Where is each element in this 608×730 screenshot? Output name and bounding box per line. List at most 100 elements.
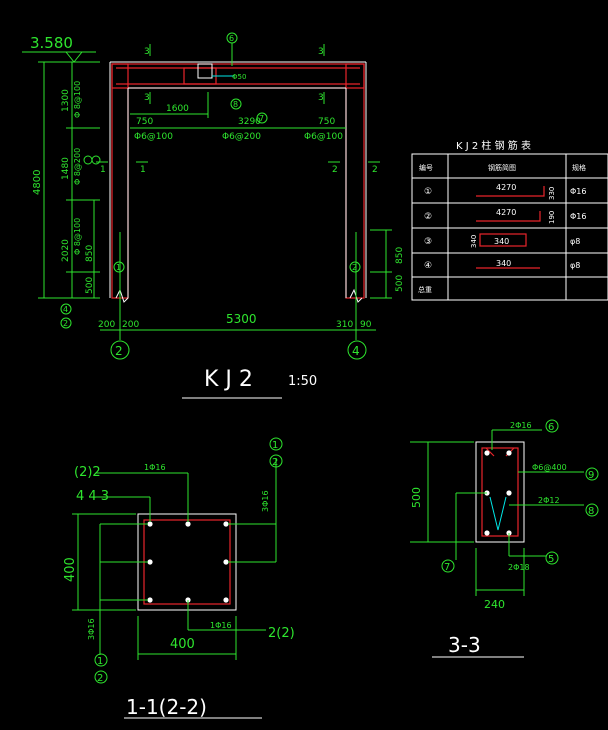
dim-1600: 1600 [166,104,189,114]
svg-text:3: 3 [318,93,324,103]
callout-2-col [349,261,361,273]
stirrup-bot-label: Φ 8@100 [73,218,82,255]
table-header-spec: 规格 [572,163,586,172]
section-33-title: 3-3 [448,633,481,657]
svg-text:8: 8 [233,100,238,109]
section-1-1: 400 400 1Φ16 (2)2 4 4 3 3Φ16 1 2 3Φ16 1 … [63,437,295,719]
svg-text:2: 2 [115,344,123,358]
section-mark-2-right: 2 [372,165,378,175]
callout-1-right [269,437,283,451]
frame-elevation: 3.580 4800 1300 1480 2020 Φ 8@100 Φ 8@20… [22,32,405,399]
dim-bottom-200-b: 200 [122,320,139,330]
dim-750-right: 750 [318,117,335,127]
svg-text:2: 2 [272,457,278,468]
dim-750-left: 750 [136,117,153,127]
section-11-title: 1-1(2-2) [126,695,207,719]
section-11-top-bar: 1Φ16 [144,463,166,472]
callout-8-sec [585,503,599,517]
table-header-shape: 钢筋简图 [488,163,516,172]
rebar-table: K J 2 柱 钢 筋 表 编号 钢筋简图 规格 ① 4270 Φ16 330 … [411,139,608,301]
section-11-width: 400 [170,637,195,652]
table-header-no: 编号 [419,163,433,172]
table-side-330: 330 [548,187,556,200]
table-row-4-spec: φ8 [570,261,580,270]
svg-text:4: 4 [352,344,360,358]
section-11-bottom-bar: 1Φ16 [210,621,232,630]
callout-2-mid [83,155,93,165]
dim-500-left: 500 [85,277,95,294]
dim-500-right: 500 [395,275,405,292]
dim-1300: 1300 [61,89,71,112]
section-33-top-bar: 2Φ16 [510,421,532,430]
table-row-4-no: ④ [424,261,432,271]
axis-bubble-4 [347,340,367,360]
callout-7 [256,112,268,124]
table-total-label: 总重 [418,285,432,294]
elevation-triangle [65,51,83,63]
section-11-stirrup [143,519,231,605]
table-row-3-no: ③ [424,237,432,247]
svg-text:3: 3 [144,93,150,103]
callout-5-sec [545,551,559,565]
table-side-190: 190 [548,211,556,224]
svg-text:9: 9 [588,470,594,481]
section-33-middle-bar: 2Φ12 [538,496,560,505]
section-33-bottom-bar: 2Φ18 [508,563,530,572]
section-mark-1-inner: 1 [140,165,146,175]
section-11-right-bar: 3Φ16 [261,490,270,512]
svg-text:2: 2 [352,263,357,272]
table-row-3-spec: φ8 [570,237,580,246]
stirrup-mid-label: Φ 8@200 [73,148,82,185]
svg-text:1: 1 [116,263,121,272]
dim-bottom-310: 310 [336,320,353,330]
svg-text:4: 4 [63,305,68,314]
section-mark-1-left: 1 [100,165,106,175]
table-row-2-len: 4270 [496,208,516,217]
callout-2-left-sec [94,670,108,684]
section-mark-2-inner: 2 [332,165,338,175]
beam-bar-label: Φ50 [232,73,246,81]
section-11-height: 400 [63,557,78,582]
section-11-left-bar: 3Φ16 [87,618,96,640]
svg-text:7: 7 [444,562,450,573]
section-mark-3-top-right: 3 [318,47,324,57]
dim-3290: 3290 [238,117,261,127]
frame-scale: 1:50 [288,374,317,389]
table-row-3-side: 340 [470,235,478,248]
section-11-tag-stirrup: 4 4 3 [76,489,109,504]
callout-8 [230,98,242,110]
callout-1-col [113,261,125,273]
svg-text:1: 1 [97,656,103,667]
span-dim: 5300 [226,312,257,326]
section-mark-3-top-left: 3 [144,47,150,57]
table-row-1-spec: Φ16 [570,187,586,196]
axis-bubble-2 [110,340,130,360]
svg-text:2: 2 [97,673,103,684]
section-11-tag-top-left: (2)2 [74,465,101,480]
section-3-3: 500 240 2Φ16 6 Φ6@400 9 2Φ12 8 5 2Φ18 7 … [410,419,599,658]
section-11-outline [137,513,237,611]
dim-bottom-90: 90 [360,320,372,330]
svg-text:5: 5 [548,554,554,565]
frame-title: K J 2 [204,367,253,392]
table-title: K J 2 柱 钢 筋 表 [456,139,531,152]
dim-850-right: 850 [395,247,405,264]
section-11-tag-bottom-right: 2(2) [268,626,295,641]
section-33-height: 500 [410,487,423,508]
section-33-outline [475,441,525,543]
callout-2-right [269,454,283,468]
callout-1-mid [91,155,101,165]
section-33-stirrup [481,447,519,537]
section-33-width: 240 [484,598,505,611]
dim-bottom-200-a: 200 [98,320,115,330]
table-row-1-len: 4270 [496,183,516,192]
elevation-level: 3.580 [30,34,73,52]
callout-2-left [60,317,72,329]
svg-text:8: 8 [588,506,594,517]
dim-1480: 1480 [61,157,71,180]
svg-text:1: 1 [272,440,278,451]
dim-850-left: 850 [85,245,95,262]
callout-4-left [60,303,72,315]
table-row-1-no: ① [424,187,432,197]
